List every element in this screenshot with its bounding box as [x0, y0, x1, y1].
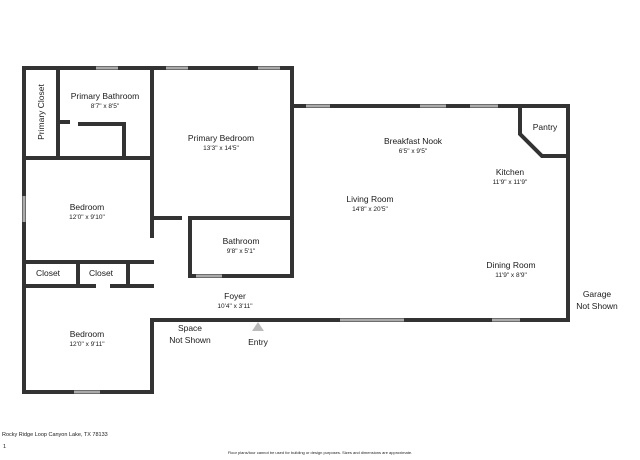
outer-wall-top-left [22, 66, 294, 108]
garage-line2: Not Shown [576, 300, 618, 311]
bedroom-2-name: Bedroom [69, 329, 105, 339]
closet-2-name: Closet [88, 268, 114, 278]
breakfast-nook-label: Breakfast Nook 6'5" x 9'5" [383, 136, 443, 155]
primary-bedroom-label: Primary Bedroom 13'3" x 14'5" [187, 133, 255, 152]
closet-2-label: Closet [88, 268, 114, 279]
outer-wall-top-main [290, 104, 570, 288]
dining-room-label: Dining Room 11'9" x 8'9" [486, 260, 536, 279]
disclaimer-text: Floor plans/tour cannot be used for buil… [227, 450, 413, 455]
foyer-name: Foyer [224, 291, 246, 301]
dining-room-dim: 11'9" x 8'9" [495, 271, 527, 279]
space-not-shown-label: Space Not Shown [169, 323, 211, 346]
wall-bathroom [188, 216, 294, 278]
primary-closet-label: Primary Closet [36, 84, 46, 140]
bathroom-name: Bathroom [222, 236, 260, 246]
entry-label: Entry [248, 337, 268, 348]
kitchen-label: Kitchen 11'9" x 11'9" [492, 167, 528, 186]
foyer-label: Foyer 10'4" x 3'11" [217, 291, 253, 310]
entry-name: Entry [248, 337, 268, 347]
bedroom-1-name: Bedroom [69, 202, 105, 212]
garage-line1: Garage [582, 289, 612, 299]
breakfast-nook-name: Breakfast Nook [383, 136, 443, 146]
space-line2: Not Shown [169, 334, 211, 345]
wall-bath-inner [78, 122, 126, 158]
primary-bedroom-name: Primary Bedroom [187, 133, 255, 143]
pantry-name: Pantry [532, 122, 558, 132]
kitchen-dim: 11'9" x 11'9" [492, 178, 528, 186]
entry-marker [252, 322, 264, 331]
primary-bathroom-label: Primary Bathroom 8'7" x 8'5" [70, 91, 140, 110]
breakfast-nook-dim: 6'5" x 9'5" [398, 147, 428, 155]
bathroom-dim: 9'8" x 5'1" [226, 247, 256, 255]
living-room-dim: 14'8" x 20'5" [352, 205, 388, 213]
wall-pantry [518, 104, 570, 158]
page-number: 1 [3, 444, 7, 450]
closet-1-name: Closet [35, 268, 61, 278]
primary-bathroom-dim: 8'7" x 8'5" [90, 102, 120, 110]
bedroom-2-label: Bedroom 12'0" x 9'11" [69, 329, 105, 348]
outer-wall-right-lower [150, 284, 570, 322]
address-text: Rocky Ridge Loop Canyon Lake, TX 78133 [2, 432, 108, 438]
space-line1: Space [177, 323, 203, 333]
primary-bathroom-name: Primary Bathroom [70, 91, 140, 101]
foyer-dim: 10'4" x 3'11" [217, 302, 253, 310]
dining-room-name: Dining Room [486, 260, 536, 270]
bedroom-1-dim: 12'0" x 9'10" [69, 213, 105, 221]
bathroom-label: Bathroom 9'8" x 5'1" [222, 236, 260, 255]
bedroom-1-label: Bedroom 12'0" x 9'10" [69, 202, 105, 221]
primary-bedroom-dim: 13'3" x 14'5" [203, 144, 239, 152]
garage-not-shown-label: Garage Not Shown [576, 289, 618, 312]
living-room-label: Living Room 14'8" x 20'5" [346, 194, 394, 213]
pantry-label: Pantry [532, 122, 558, 133]
bedroom-2-dim: 12'0" x 9'11" [69, 340, 105, 348]
living-room-name: Living Room [346, 194, 394, 204]
kitchen-name: Kitchen [495, 167, 525, 177]
closet-1-label: Closet [35, 268, 61, 279]
